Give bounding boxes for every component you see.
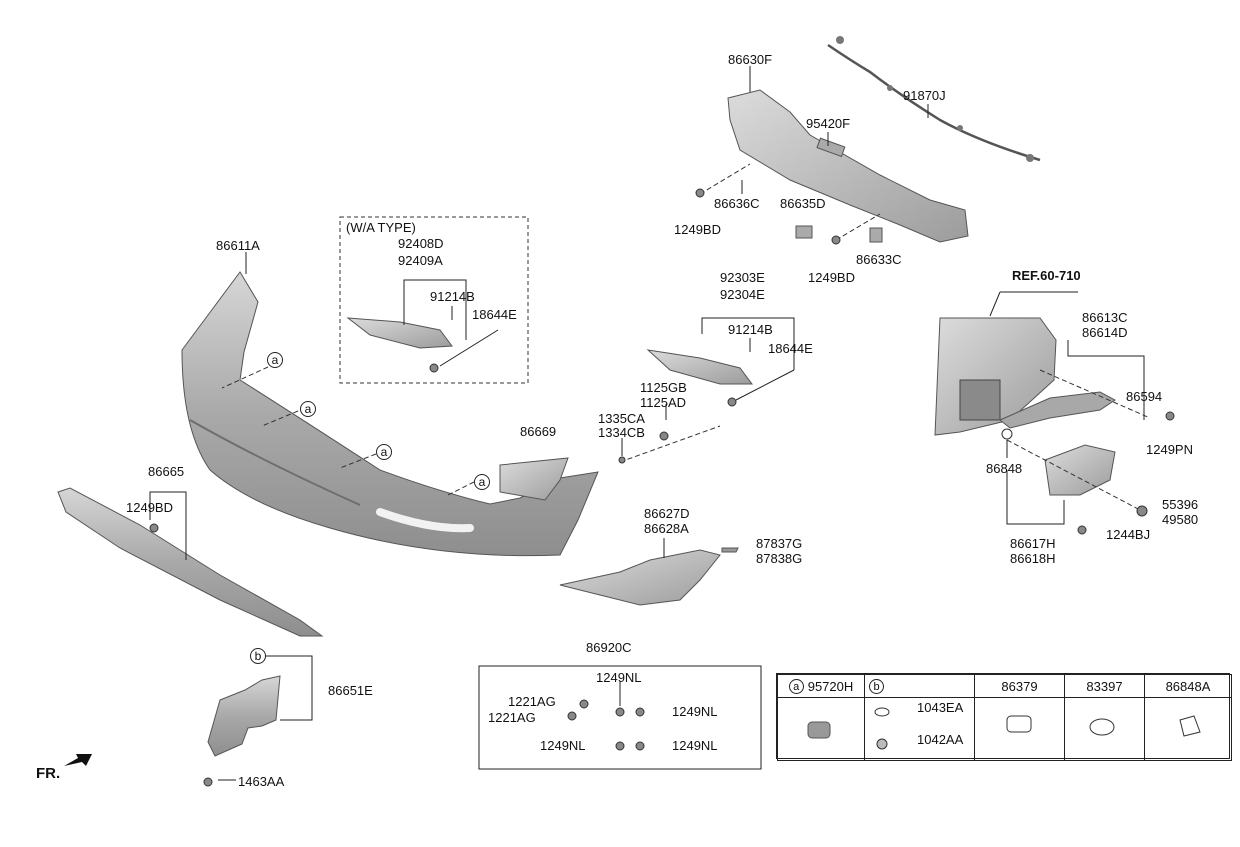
legend-cell-86848A	[1144, 697, 1232, 761]
diffuser-shape	[57, 487, 324, 637]
part-92304E: 92304E	[720, 287, 765, 302]
part-1249PN: 1249PN	[1146, 442, 1193, 457]
part-86617H: 86617H	[1010, 536, 1056, 551]
part-1249NL-b: 1249NL	[672, 704, 718, 719]
legend-cell-b-items: 1043EA 1042AA	[864, 697, 975, 761]
legend-head-86848A: 86848A	[1144, 674, 1232, 698]
legend-part-1043EA: 1043EA	[917, 700, 964, 715]
legend-cell-86379	[974, 697, 1065, 761]
part-1463AA: 1463AA	[238, 774, 285, 789]
part-86594: 86594	[1126, 389, 1163, 404]
part-86633C: 86633C	[856, 252, 902, 267]
callout-a-1: a	[267, 352, 283, 368]
part-92303E: 92303E	[720, 270, 765, 285]
part-86651E: 86651E	[328, 683, 373, 698]
part-95420F: 95420F	[806, 116, 851, 131]
part-1249BD-top: 1249BD	[674, 222, 721, 237]
ref-label: REF.60-710	[1012, 268, 1081, 283]
part-92408D: 92408D	[398, 236, 444, 251]
legend-part-1042AA: 1042AA	[917, 732, 964, 747]
part-1249BD-low: 1249BD	[126, 500, 173, 515]
part-1221AG-b: 1221AG	[488, 710, 536, 725]
reinforcement-beam-shape	[727, 89, 969, 243]
legend-cell-sensor	[777, 697, 865, 761]
part-55396: 55396	[1162, 497, 1199, 512]
callout-a-4: a	[474, 474, 490, 490]
part-87837G: 87837G	[756, 536, 803, 551]
mud-guard-shape	[559, 549, 721, 606]
bumper-cover-shape	[181, 271, 599, 557]
part-86669: 86669	[520, 424, 557, 439]
part-1249NL-d: 1249NL	[672, 738, 718, 753]
part-1334CB: 1334CB	[598, 425, 645, 440]
callout-b: b	[250, 648, 266, 664]
reflector-left-shape	[346, 317, 453, 349]
part-18644E-left: 18644E	[472, 307, 517, 322]
part-1244BJ: 1244BJ	[1106, 527, 1151, 542]
front-arrow-shape	[64, 754, 92, 766]
front-label: FR.	[36, 765, 61, 782]
part-86848: 86848	[986, 461, 1023, 476]
part-49580: 49580	[1162, 512, 1199, 527]
part-1125GB: 1125GB	[640, 380, 687, 395]
part-1335CA: 1335CA	[598, 411, 645, 426]
part-86920C: 86920C	[586, 640, 632, 655]
part-86611A: 86611A	[216, 238, 260, 253]
legend-callout-a: a	[788, 678, 804, 694]
part-87838G: 87838G	[756, 551, 803, 566]
part-1249BD-mid: 1249BD	[808, 270, 855, 285]
legend-head-86379: 86379	[974, 674, 1065, 698]
callout-a-2: a	[300, 401, 316, 417]
legend-part-95720H: 95720H	[807, 678, 854, 694]
part-86618H: 86618H	[1010, 551, 1056, 566]
part-91214B-left: 91214B	[430, 289, 475, 304]
part-86635D: 86635D	[780, 196, 826, 211]
part-91214B-right: 91214B	[728, 322, 773, 337]
legend-head-83397: 83397	[1064, 674, 1145, 698]
under-cover-shape	[207, 675, 281, 757]
part-1249NL-a: 1249NL	[596, 670, 642, 685]
part-86630F: 86630F	[728, 52, 773, 67]
legend-callout-b: b	[869, 678, 884, 694]
legend-cell-83397	[1064, 697, 1145, 761]
garnish-shape	[499, 457, 569, 501]
part-1125AD: 1125AD	[640, 395, 687, 410]
callout-a-3: a	[376, 444, 392, 460]
part-86628A: 86628A	[644, 521, 689, 536]
part-86665: 86665	[148, 464, 185, 479]
reflector-right-shape	[646, 349, 753, 385]
part-1221AG-a: 1221AG	[508, 694, 556, 709]
part-91870J: 91870J	[903, 88, 946, 103]
part-86614D: 86614D	[1082, 325, 1128, 340]
part-86613C: 86613C	[1082, 310, 1128, 325]
part-86627D: 86627D	[644, 506, 690, 521]
legend-head-b: b	[864, 674, 975, 698]
part-92409A: 92409A	[398, 253, 443, 268]
part-1249NL-c: 1249NL	[540, 738, 586, 753]
part-18644E-right: 18644E	[768, 341, 813, 356]
part-86636C: 86636C	[714, 196, 760, 211]
wa-type-label: (W/A TYPE)	[346, 220, 416, 235]
